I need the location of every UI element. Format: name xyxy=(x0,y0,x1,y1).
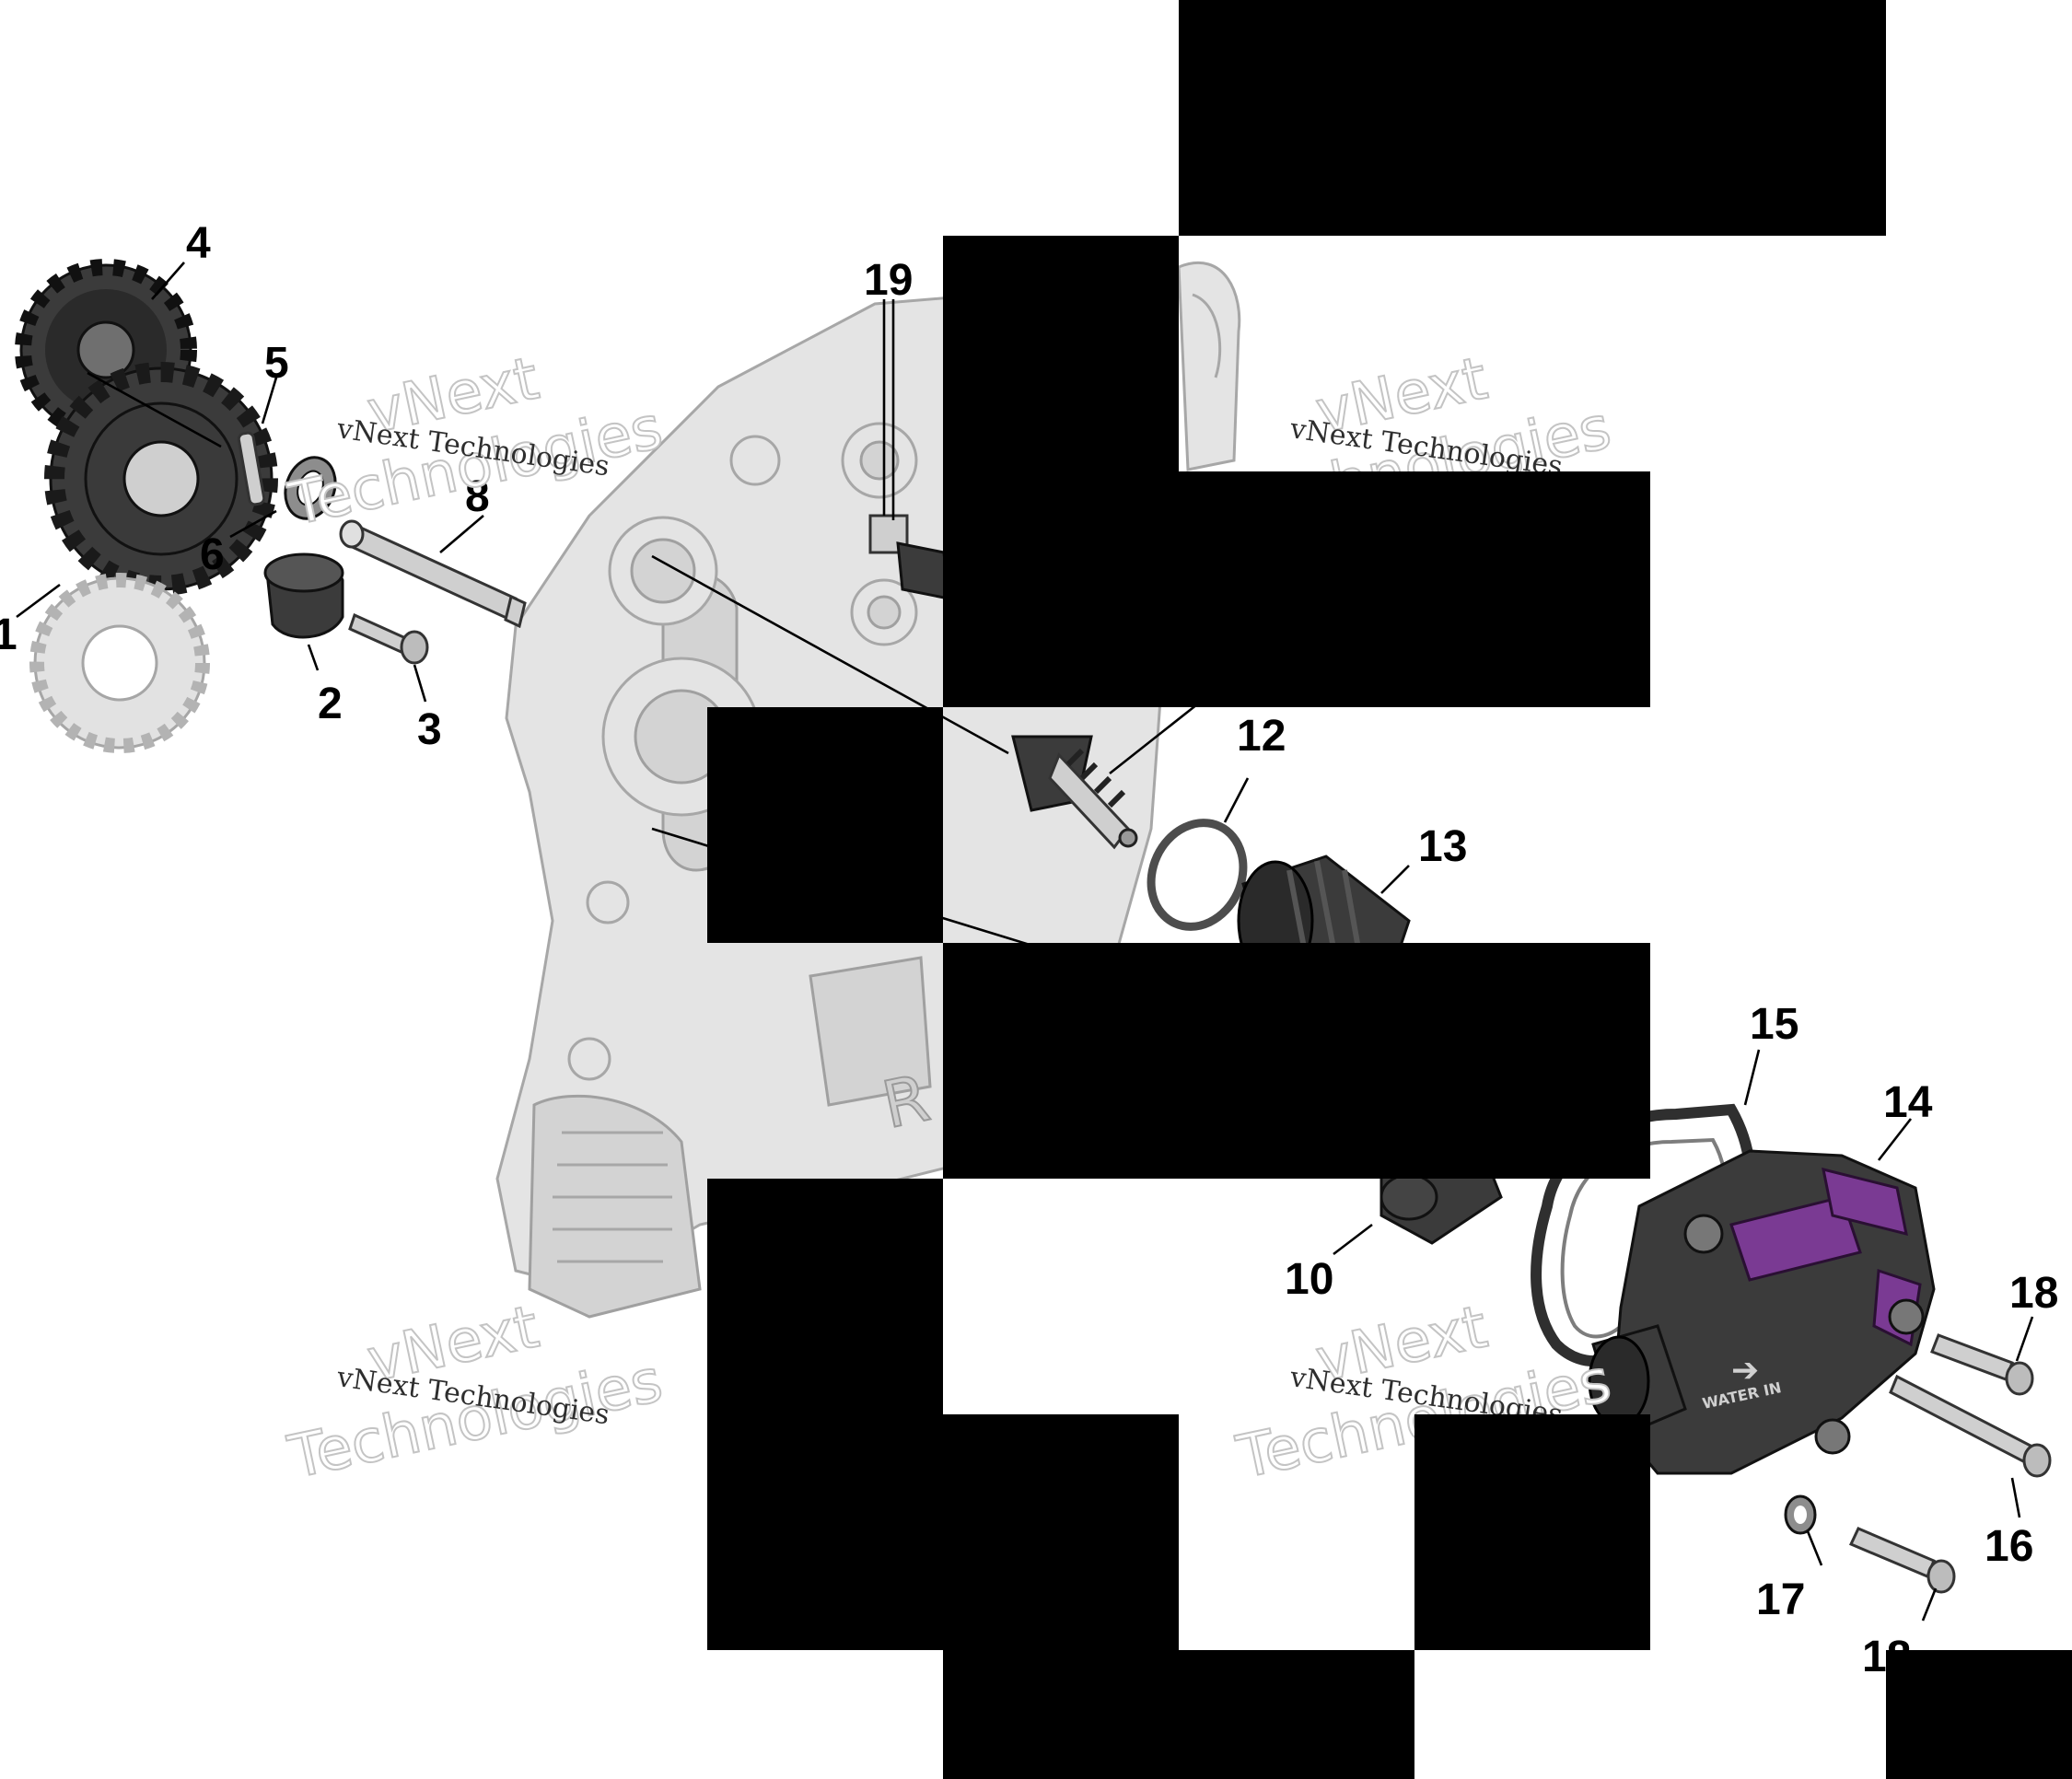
bolt-3 xyxy=(348,612,429,665)
callout-1: 1 xyxy=(0,610,17,659)
redaction-block xyxy=(1179,0,1886,236)
callout-3: 3 xyxy=(417,705,442,754)
redaction-block xyxy=(707,1179,943,1414)
seal-10 xyxy=(1379,1168,1503,1245)
thermostat xyxy=(1011,735,1138,850)
callout-18-upper: 18 xyxy=(2009,1269,2058,1318)
o-ring-12 xyxy=(1147,819,1248,931)
callout-8: 8 xyxy=(465,472,490,521)
callout-16: 16 xyxy=(1985,1522,2033,1571)
redaction-blocks xyxy=(707,0,2072,1779)
callout-17: 17 xyxy=(1756,1576,1805,1624)
gear-1 xyxy=(44,362,278,596)
watermark-bottom-right: vNext Technologies vNext Technologies xyxy=(1230,1292,1618,1493)
callout-14: 14 xyxy=(1883,1078,1933,1127)
callout-4: 4 xyxy=(186,219,211,268)
gear-assembly xyxy=(15,259,278,753)
redaction-block xyxy=(1886,1650,2072,1779)
watermarks: vNext Technologies vNext Technologies vN… xyxy=(282,343,1618,1493)
bolt-18-lower xyxy=(1848,1527,1956,1594)
bolt-18-upper xyxy=(1930,1333,2034,1396)
callout-19: 19 xyxy=(864,256,913,305)
redaction-block xyxy=(707,1414,1179,1650)
bolt-16 xyxy=(1889,1374,2052,1478)
callout-2: 2 xyxy=(318,680,343,728)
water-in-arrow-glyph: ➔ xyxy=(1731,1352,1759,1389)
callout-numbers: 1 2 3 4 5 6 8 10 12 13 14 15 16 17 18 18… xyxy=(0,219,2058,1681)
callout-13: 13 xyxy=(1418,822,1467,871)
pin-5 xyxy=(237,431,266,506)
redaction-block xyxy=(943,1650,1414,1779)
redaction-block xyxy=(1414,1414,1650,1650)
washer-17 xyxy=(1784,1494,1817,1535)
redaction-block xyxy=(943,471,1650,707)
redaction-block xyxy=(707,707,943,943)
redaction-block xyxy=(943,236,1179,471)
callout-12: 12 xyxy=(1237,712,1286,761)
callout-15: 15 xyxy=(1750,1000,1798,1049)
redaction-block xyxy=(943,943,1650,1179)
washer-6 xyxy=(284,456,337,520)
callout-10: 10 xyxy=(1285,1255,1333,1304)
shaft-8 xyxy=(339,519,527,629)
callout-6: 6 xyxy=(200,530,225,579)
callout-5: 5 xyxy=(264,339,289,388)
gear-ghost xyxy=(29,573,210,753)
watermark-bottom-left: vNext Technologies vNext Technologies xyxy=(282,1292,669,1493)
cap-2 xyxy=(263,552,344,639)
water-pump-cover-14: ➔ WATER IN xyxy=(1588,1149,1936,1475)
